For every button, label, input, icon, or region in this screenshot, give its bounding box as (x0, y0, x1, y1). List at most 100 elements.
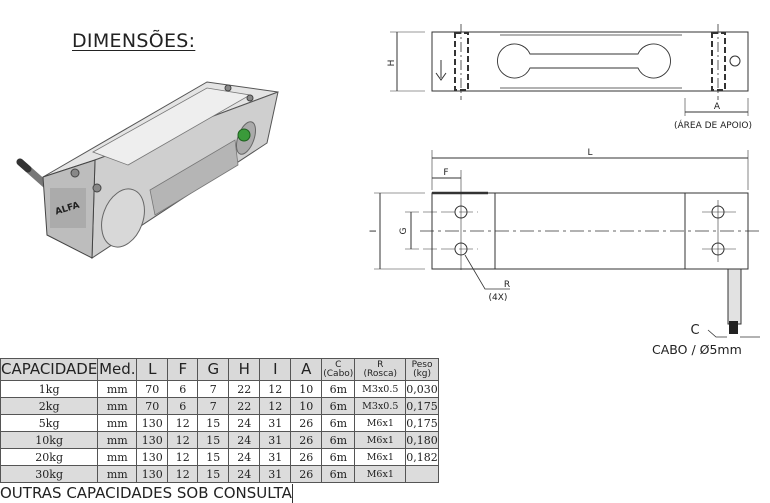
col-header-main: Peso (411, 359, 433, 370)
table-cell: mm (97, 448, 138, 466)
table-cell: 24 (228, 465, 261, 483)
col-header: CAPACIDADE (0, 358, 99, 381)
table-cell: 2kg (0, 397, 99, 415)
col-header: Peso(kg) (405, 358, 439, 381)
col-header: F (167, 358, 199, 381)
table-cell: 24 (228, 431, 261, 449)
table-cell: 130 (136, 465, 169, 483)
col-header: L (136, 358, 169, 381)
table-cell: 24 (228, 414, 261, 432)
table-cell: 31 (259, 465, 292, 483)
i-dimension-label: I (369, 230, 379, 233)
table-cell: mm (97, 380, 138, 398)
col-header: I (259, 358, 292, 381)
bolt-hole-icon (711, 205, 725, 219)
side-ellipse (101, 188, 145, 248)
table-cell: M6x1 (354, 431, 407, 449)
mount-hole-icon (70, 168, 80, 178)
table-cell: M6x1 (354, 414, 407, 432)
cable-note: CABO / Ø5mm (652, 342, 742, 357)
col-header: C(Cabo) (321, 358, 356, 381)
table-cell: 0,180 (405, 431, 439, 449)
mount-hole-icon (246, 94, 254, 102)
table-cell: 12 (259, 397, 292, 415)
mount-hole-icon (224, 84, 232, 92)
col-header-main: R (377, 359, 384, 370)
table-cell: 0,175 (405, 414, 439, 432)
table-cell: 0,175 (405, 397, 439, 415)
r-label: R (504, 280, 510, 290)
table-cell: 70 (136, 397, 169, 415)
table-cell: 70 (136, 380, 169, 398)
table-cell: M3x0.5 (354, 397, 407, 415)
table-cell: 7 (197, 380, 230, 398)
table-cell: 22 (228, 397, 261, 415)
technical-drawings: ALFA H A (ÁREA DE APOIO) (16, 24, 760, 357)
table-cell: 12 (167, 448, 199, 466)
bolt-hole-icon (454, 205, 468, 219)
table-cell: 15 (197, 448, 230, 466)
table-cell: 26 (290, 448, 323, 466)
table-cell: 6m (321, 465, 356, 483)
table-cell: 6m (321, 380, 356, 398)
table-cell: 7 (197, 397, 230, 415)
table-cell: 130 (136, 431, 169, 449)
col-header: H (228, 358, 261, 381)
table-cell: M6x1 (354, 448, 407, 466)
table-cell (405, 465, 439, 483)
col-header-main: C (335, 359, 342, 370)
table-cell: 12 (167, 431, 199, 449)
page-title: DIMENSÕES: (72, 30, 196, 52)
table-cell: 15 (197, 414, 230, 432)
table-cell: 10kg (0, 431, 99, 449)
col-header: Med. (97, 358, 138, 381)
col-header-sub: (Rosca) (363, 368, 398, 379)
table-cell: M6x1 (354, 465, 407, 483)
table-cell: 12 (167, 414, 199, 432)
c-dimension-label: C (690, 323, 699, 338)
specs-table: CAPACIDADE Med. L F G H I A C(Cabo) R(Ro… (0, 358, 439, 483)
table-cell: mm (97, 414, 138, 432)
table-cell: 26 (290, 414, 323, 432)
label-plate (50, 188, 86, 228)
table-cell: 6 (167, 380, 199, 398)
f-dimension-label: F (443, 168, 448, 178)
a-dimension-note: (ÁREA DE APOIO) (674, 119, 752, 131)
table-cell: 15 (197, 431, 230, 449)
table-cell: 5kg (0, 414, 99, 432)
table-cell: 130 (136, 414, 169, 432)
bolt-hole-icon (454, 242, 468, 256)
table-cell: 12 (259, 380, 292, 398)
col-header-sub: (Cabo) (323, 368, 354, 379)
table-cell: 31 (259, 448, 292, 466)
green-ring (237, 128, 251, 142)
table-cell: 12 (167, 465, 199, 483)
col-header-sub: (kg) (413, 368, 432, 379)
table-cell: 10 (290, 397, 323, 415)
side-slot (149, 139, 239, 216)
mount-hole-icon (92, 183, 102, 193)
col-header: G (197, 358, 230, 381)
table-cell: 26 (290, 465, 323, 483)
table-cell: 15 (197, 465, 230, 483)
table-cell: 30kg (0, 465, 99, 483)
table-cell: 10 (290, 380, 323, 398)
table-cell: mm (97, 431, 138, 449)
col-header: A (290, 358, 323, 381)
table-cell: 6m (321, 414, 356, 432)
table-cell: 130 (136, 448, 169, 466)
side-view-drawing (390, 24, 749, 116)
table-cell: 6m (321, 397, 356, 415)
table-cell: 1kg (0, 380, 99, 398)
table-cell: 0,182 (405, 448, 439, 466)
table-cell: 26 (290, 431, 323, 449)
a-dimension-label: A (714, 102, 721, 112)
col-header: R(Rosca) (354, 358, 407, 381)
table-cell: 0,030 (405, 380, 439, 398)
r-count-label: (4X) (489, 293, 508, 303)
table-cell: 6 (167, 397, 199, 415)
